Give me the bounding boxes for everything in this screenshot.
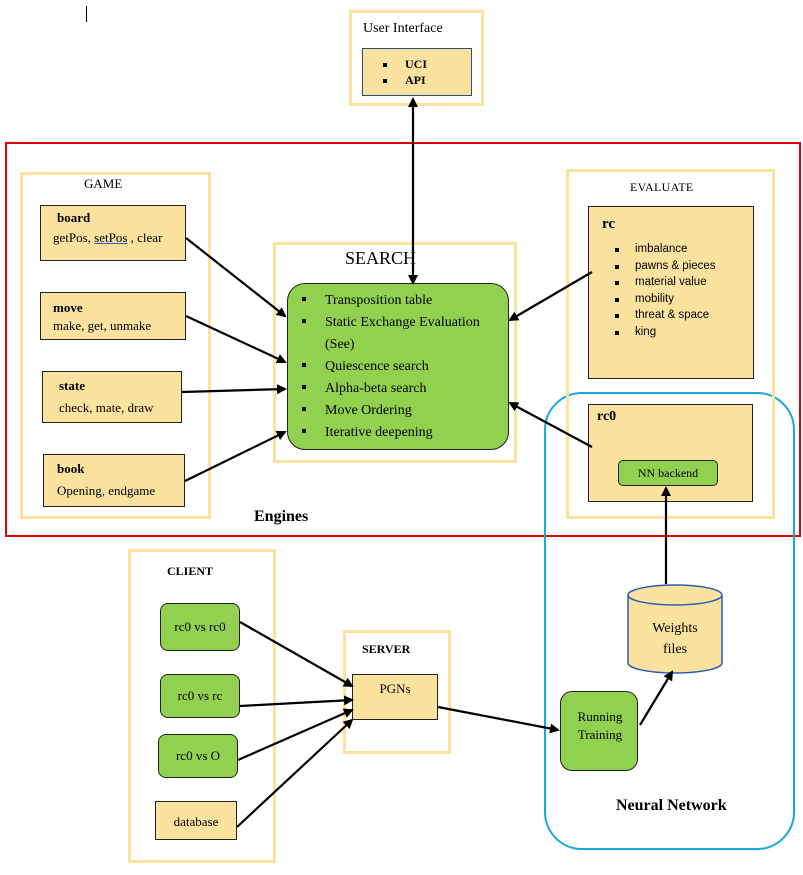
rc-item-imbalance: imbalance: [615, 241, 716, 258]
search-item-see: Static Exchange Evaluation (See): [302, 312, 506, 356]
search-frame: [273, 242, 517, 463]
board-method-getpos: getPos,: [53, 230, 95, 245]
client-item-rc0-vs-o: rc0 vs O: [158, 734, 238, 778]
engines-label: Engines: [254, 508, 309, 525]
search-box: Transposition table Static Exchange Eval…: [287, 283, 509, 450]
server-title: SERVER: [362, 642, 411, 656]
rc-list: imbalance pawns & pieces material value …: [615, 241, 716, 341]
neural-network-frame: [544, 392, 795, 850]
user-interface-list: UCI API: [383, 56, 427, 88]
neural-network-label: Neural Network: [616, 797, 727, 814]
ui-item-uci: UCI: [383, 56, 427, 72]
rc-item-mobility: mobility: [615, 291, 716, 308]
state-methods: check, mate, draw: [59, 400, 154, 415]
client-title: CLIENT: [167, 564, 214, 578]
move-box: move make, get, unmake: [40, 292, 186, 340]
state-label: state: [59, 378, 85, 393]
move-label: move: [53, 300, 83, 315]
evaluate-frame: [566, 169, 775, 519]
evaluate-title: EVALUATE: [630, 180, 694, 194]
search-item-quiescence: Quiescence search: [302, 356, 506, 378]
board-method-setpos: setPos: [94, 230, 128, 245]
board-label: board: [57, 210, 91, 225]
weights-cylinder: [627, 584, 723, 674]
book-methods: Opening, endgame: [57, 483, 156, 498]
search-list: Transposition table Static Exchange Eval…: [302, 290, 506, 444]
user-interface-box: UCI API: [362, 48, 472, 96]
user-interface-title: User Interface: [363, 21, 443, 36]
running-training-label: Running Training: [577, 709, 623, 742]
arrow-client1-pgns: [239, 621, 354, 687]
arrow-training-weights: [639, 670, 674, 726]
arrow-rc0-search: [508, 402, 593, 448]
board-box: board getPos, setPos , clear: [40, 205, 186, 261]
state-box: state check, mate, draw: [42, 371, 182, 423]
client-item-rc0-vs-rc: rc0 vs rc: [160, 674, 240, 718]
game-frame: [20, 172, 211, 519]
arrow-state-search: [181, 384, 287, 395]
book-label: book: [57, 461, 85, 476]
arrow-book-search: [184, 431, 287, 482]
search-item-move-ordering: Move Ordering: [302, 400, 506, 422]
arrow-rc-search: [508, 271, 593, 322]
arrow-pgns-training: [437, 705, 560, 734]
arrow-client3-pgns: [237, 708, 354, 762]
arrow-database-pgns: [236, 718, 354, 828]
search-item-iterative-deepening: Iterative deepening: [302, 422, 506, 444]
search-item-transposition: Transposition table: [302, 290, 506, 312]
engines-frame: [5, 142, 801, 537]
client-item-rc0-vs-rc0: rc0 vs rc0: [160, 603, 240, 651]
board-method-clear: , clear: [127, 230, 163, 245]
rc-item-king: king: [615, 324, 716, 341]
search-item-alpha-beta: Alpha-beta search: [302, 378, 506, 400]
search-title: SEARCH: [345, 248, 417, 268]
rc-item-threat-space: threat & space: [615, 307, 716, 324]
ui-item-api: API: [383, 72, 427, 88]
client-frame: [128, 549, 276, 863]
pgns-box: PGNs: [352, 674, 438, 720]
rc-box: rc imbalance pawns & pieces material val…: [588, 206, 754, 379]
game-title: GAME: [84, 176, 123, 191]
text-cursor: [86, 6, 87, 22]
rc-item-pawns-pieces: pawns & pieces: [615, 258, 716, 275]
book-box: book Opening, endgame: [43, 454, 185, 507]
server-frame: [343, 630, 451, 754]
rc-label: rc: [602, 216, 616, 232]
client-item-database: database: [155, 801, 237, 840]
arrow-client2-pgns: [239, 695, 354, 708]
arrow-board-search: [185, 237, 287, 318]
weights-files-label: Weights files: [652, 621, 698, 657]
rc-item-material-value: material value: [615, 274, 716, 291]
rc0-label: rc0: [597, 409, 617, 424]
running-training-box: Running Training: [560, 691, 638, 771]
board-methods: getPos, setPos , clear: [53, 230, 162, 246]
nn-backend-box: NN backend: [618, 460, 718, 486]
arrow-move-search: [185, 315, 287, 364]
move-methods: make, get, unmake: [53, 318, 152, 333]
